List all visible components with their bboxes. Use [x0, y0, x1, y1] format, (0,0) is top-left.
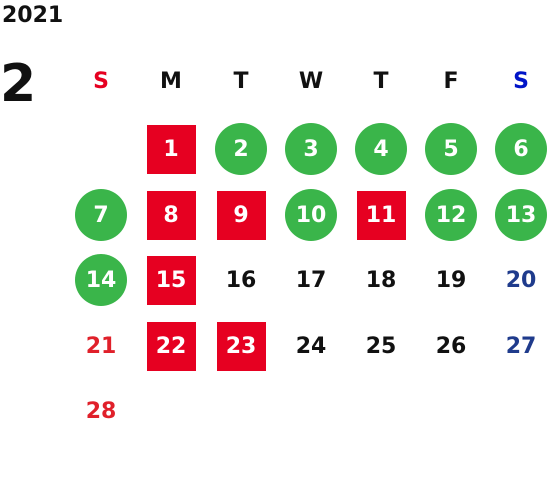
weekday-header: T	[373, 68, 389, 94]
day-cell[interactable]: 5	[416, 123, 486, 175]
day-cell[interactable]: 20	[486, 257, 548, 303]
month-number: 2	[0, 54, 37, 114]
day-cell[interactable]: 11	[346, 190, 416, 240]
day-number: 26	[435, 333, 467, 359]
open-day-badge: 5	[425, 123, 477, 175]
day-cell[interactable]: 4	[346, 123, 416, 175]
day-cell[interactable]: 10	[276, 189, 346, 241]
day-cell[interactable]: 12	[416, 189, 486, 241]
day-number: 20	[505, 267, 537, 293]
open-day-badge: 13	[495, 189, 547, 241]
day-cell[interactable]: 28	[66, 388, 136, 434]
day-cell[interactable]: 7	[66, 189, 136, 241]
weekday-header: S	[513, 68, 529, 94]
day-number: 16	[225, 267, 257, 293]
day-cell[interactable]: 9	[206, 190, 276, 240]
day-number: 21	[85, 333, 117, 359]
open-day-badge: 2	[215, 123, 267, 175]
closed-day-badge: 8	[146, 190, 196, 240]
day-cell[interactable]: 23	[206, 321, 276, 371]
day-number: 27	[505, 333, 537, 359]
day-cell[interactable]: 17	[276, 257, 346, 303]
open-day-badge: 12	[425, 189, 477, 241]
day-cell[interactable]: 6	[486, 123, 548, 175]
weekday-header: T	[233, 68, 249, 94]
open-day-badge: 10	[285, 189, 337, 241]
day-number: 18	[365, 267, 397, 293]
day-cell[interactable]: 15	[136, 255, 206, 305]
day-cell[interactable]: 25	[346, 323, 416, 369]
day-cell[interactable]: 8	[136, 190, 206, 240]
closed-day-badge: 11	[356, 190, 406, 240]
day-number: 19	[435, 267, 467, 293]
open-day-badge: 7	[75, 189, 127, 241]
day-cell[interactable]: 13	[486, 189, 548, 241]
day-number: 24	[295, 333, 327, 359]
day-cell[interactable]: 26	[416, 323, 486, 369]
day-number: 28	[85, 398, 117, 424]
day-cell[interactable]: 18	[346, 257, 416, 303]
closed-day-badge: 15	[146, 255, 196, 305]
day-cell[interactable]: 14	[66, 254, 136, 306]
day-cell[interactable]: 19	[416, 257, 486, 303]
open-day-badge: 4	[355, 123, 407, 175]
day-cell[interactable]: 3	[276, 123, 346, 175]
day-cell[interactable]: 1	[136, 124, 206, 174]
weekday-header: M	[160, 68, 182, 94]
day-cell[interactable]: 22	[136, 321, 206, 371]
closed-day-badge: 1	[146, 124, 196, 174]
open-day-badge: 14	[75, 254, 127, 306]
day-cell[interactable]: 27	[486, 323, 548, 369]
open-day-badge: 3	[285, 123, 337, 175]
closed-day-badge: 22	[146, 321, 196, 371]
weekday-header: W	[298, 68, 324, 94]
day-cell[interactable]: 2	[206, 123, 276, 175]
open-day-badge: 6	[495, 123, 547, 175]
closed-day-badge: 23	[216, 321, 266, 371]
year-label: 2021	[2, 3, 64, 28]
day-cell[interactable]: 21	[66, 323, 136, 369]
day-number: 25	[365, 333, 397, 359]
weekday-header: F	[443, 68, 459, 94]
weekday-header: S	[93, 68, 109, 94]
day-number: 17	[295, 267, 327, 293]
day-cell[interactable]: 24	[276, 323, 346, 369]
closed-day-badge: 9	[216, 190, 266, 240]
day-cell[interactable]: 16	[206, 257, 276, 303]
